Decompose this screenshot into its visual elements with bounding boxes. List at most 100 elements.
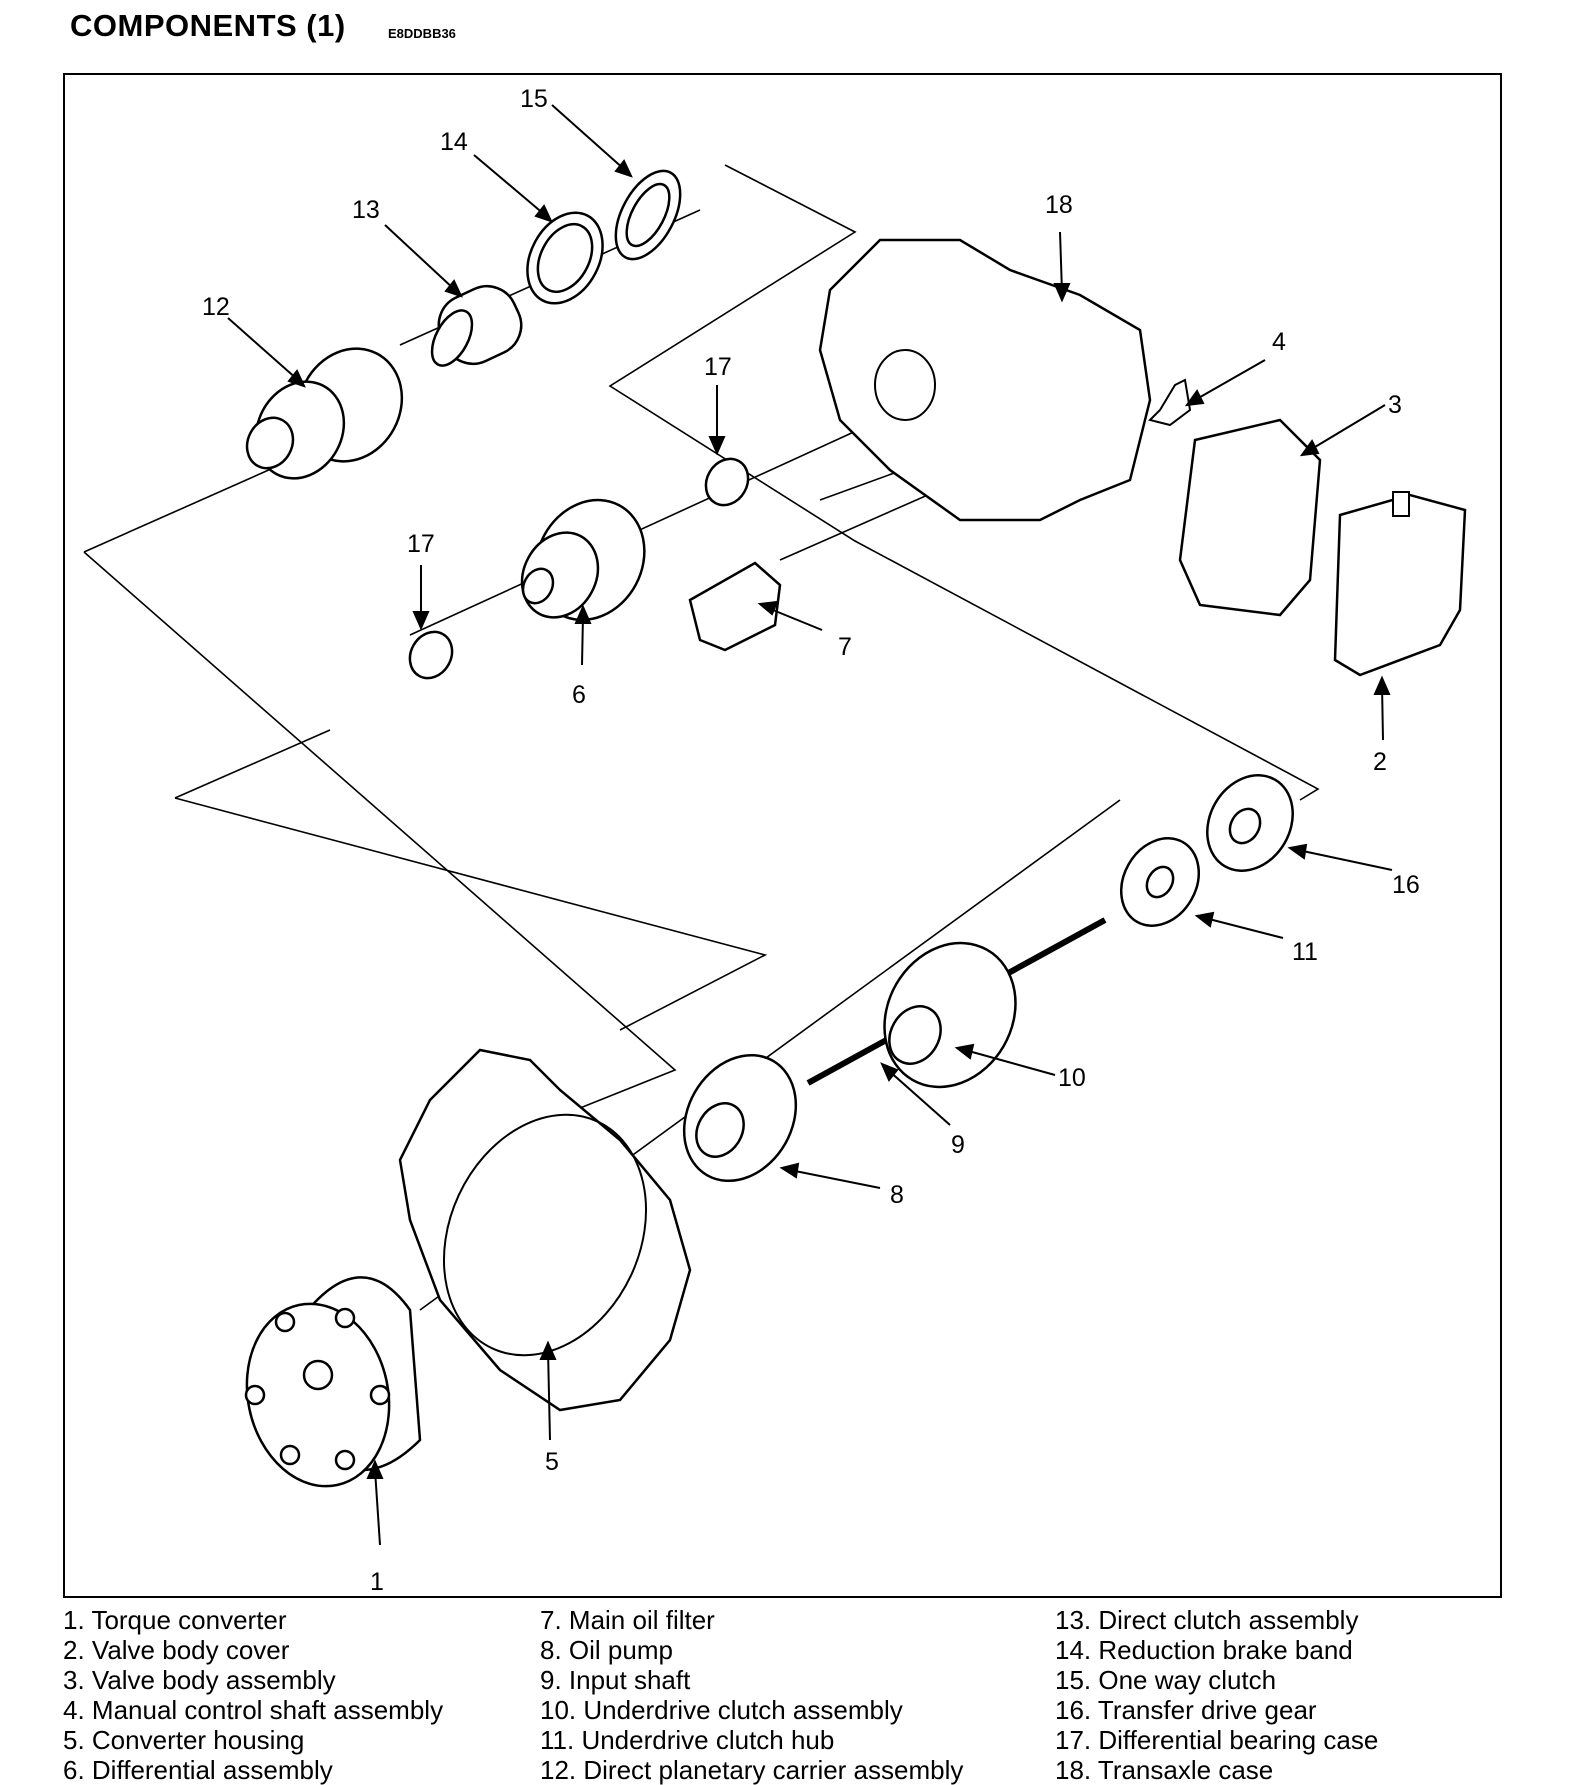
- one-way-clutch-part: [614, 169, 682, 261]
- callout-8: 8: [890, 1181, 904, 1209]
- callout-11: 11: [1292, 938, 1318, 966]
- leader-arrow: [1059, 231, 1063, 293]
- callout-6: 6: [572, 681, 586, 709]
- transfer-drive-gear-part: [1206, 774, 1294, 872]
- callout-10: 10: [1058, 1064, 1086, 1092]
- callout-16: 16: [1392, 871, 1420, 899]
- underdrive-clutch-hub-part: [1120, 837, 1200, 927]
- bearing-case-ring-lower: [408, 630, 454, 680]
- guide-line: [83, 464, 281, 553]
- callout-15: 15: [520, 85, 548, 113]
- arrowhead: [366, 1459, 384, 1479]
- leader-arrow: [789, 1169, 881, 1189]
- legend-item: 1. Torque converter: [63, 1605, 287, 1635]
- callout-2: 2: [1373, 748, 1387, 776]
- callout-14: 14: [440, 128, 468, 156]
- diagram-frame: [63, 73, 1502, 1598]
- legend-item: 7. Main oil filter: [540, 1605, 715, 1635]
- oil-filter-part: [688, 561, 782, 652]
- brake-band-part: [526, 211, 604, 305]
- legend-item: 13. Direct clutch assembly: [1055, 1605, 1359, 1635]
- legend-item: 9. Input shaft: [540, 1665, 691, 1695]
- leader-arrow: [1309, 404, 1386, 451]
- arrowhead: [412, 611, 430, 631]
- transaxle-case-bore: [874, 349, 936, 421]
- page-title: COMPONENTS (1): [70, 8, 346, 43]
- legend-column-1: 1. Torque converter 2. Valve body cover …: [63, 1605, 443, 1785]
- callout-17: 17: [407, 530, 435, 558]
- arrowhead: [1299, 439, 1320, 457]
- callout-12: 12: [202, 293, 230, 321]
- valve-body-cover-part: [1333, 493, 1467, 677]
- callout-18: 18: [1045, 191, 1073, 219]
- arrowhead: [1184, 389, 1205, 407]
- legend-item: 15. One way clutch: [1055, 1665, 1277, 1695]
- callout-7: 7: [838, 633, 852, 661]
- callout-1: 1: [370, 1568, 384, 1596]
- legend-item: 6. Differential assembly: [63, 1755, 333, 1785]
- bearing-case-ring-upper: [704, 457, 750, 507]
- arrowhead: [880, 1062, 899, 1082]
- arrowhead: [1287, 843, 1308, 860]
- leader-arrow: [887, 1069, 951, 1126]
- transaxle-case-part: [818, 238, 1152, 522]
- direct-clutch-part: [430, 284, 523, 367]
- guide-line: [83, 551, 677, 1141]
- leader-arrow: [1204, 917, 1284, 939]
- legend-item: 5. Converter housing: [63, 1725, 305, 1755]
- leader-arrow: [1297, 849, 1393, 871]
- arrowhead: [444, 279, 463, 298]
- arrowhead: [779, 1162, 800, 1179]
- converter-housing-bore: [442, 1113, 648, 1357]
- legend-item: 12. Direct planetary carrier assembly: [540, 1755, 964, 1785]
- callout-5: 5: [545, 1448, 559, 1476]
- arrowhead: [757, 600, 779, 616]
- legend-item: 11. Underdrive clutch hub: [540, 1725, 835, 1755]
- legend-column-2: 7. Main oil filter 8. Oil pump 9. Input …: [540, 1605, 963, 1785]
- legend-item: 17. Differential bearing case: [1055, 1725, 1379, 1755]
- callout-9: 9: [951, 1131, 965, 1159]
- arrowhead: [1373, 675, 1391, 695]
- callout-3: 3: [1388, 391, 1402, 419]
- leader-arrow: [384, 224, 456, 291]
- planetary-carrier-part: [245, 347, 404, 480]
- legend-item: 4. Manual control shaft assembly: [63, 1695, 444, 1725]
- leader-arrow: [547, 1349, 551, 1441]
- underdrive-clutch-part: [883, 941, 1017, 1089]
- arrowhead: [708, 436, 726, 456]
- leader-arrow: [374, 1469, 381, 1546]
- arrowhead: [287, 369, 306, 388]
- guide-line: [174, 729, 331, 799]
- manual-control-shaft-part: [1148, 378, 1192, 427]
- callout-13: 13: [352, 196, 380, 224]
- arrowhead: [534, 204, 553, 223]
- arrowhead: [1194, 911, 1215, 928]
- callout-17: 17: [704, 353, 732, 381]
- legend-item: 10. Underdrive clutch assembly: [540, 1695, 903, 1725]
- legend-item: 2. Valve body cover: [63, 1635, 290, 1665]
- legend-item: 14. Reduction brake band: [1055, 1635, 1353, 1665]
- arrowhead: [539, 1340, 557, 1360]
- arrowhead: [614, 159, 633, 178]
- valve-body-cover-stub: [1392, 491, 1410, 517]
- converter-housing-part: [398, 1048, 692, 1412]
- differential-part: [520, 498, 646, 622]
- legend-column-3: 13. Direct clutch assembly 14. Reduction…: [1055, 1605, 1378, 1785]
- leader-arrow: [964, 1049, 1056, 1076]
- valve-body-part: [1178, 418, 1322, 617]
- guide-line: [174, 797, 768, 1031]
- callout-4: 4: [1272, 328, 1286, 356]
- arrowhead: [1053, 283, 1071, 303]
- leader-arrow: [551, 104, 626, 171]
- torque-converter-part: [244, 1276, 422, 1488]
- leader-arrow: [473, 154, 546, 216]
- document-code: E8DDBB36: [388, 26, 456, 41]
- leader-arrow: [1194, 359, 1266, 401]
- leader-arrow: [767, 607, 823, 631]
- leader-arrow: [227, 317, 299, 381]
- guide-line: [409, 419, 881, 636]
- legend-item: 8. Oil pump: [540, 1635, 673, 1665]
- arrowhead: [574, 604, 592, 624]
- legend-item: 16. Transfer drive gear: [1055, 1695, 1317, 1725]
